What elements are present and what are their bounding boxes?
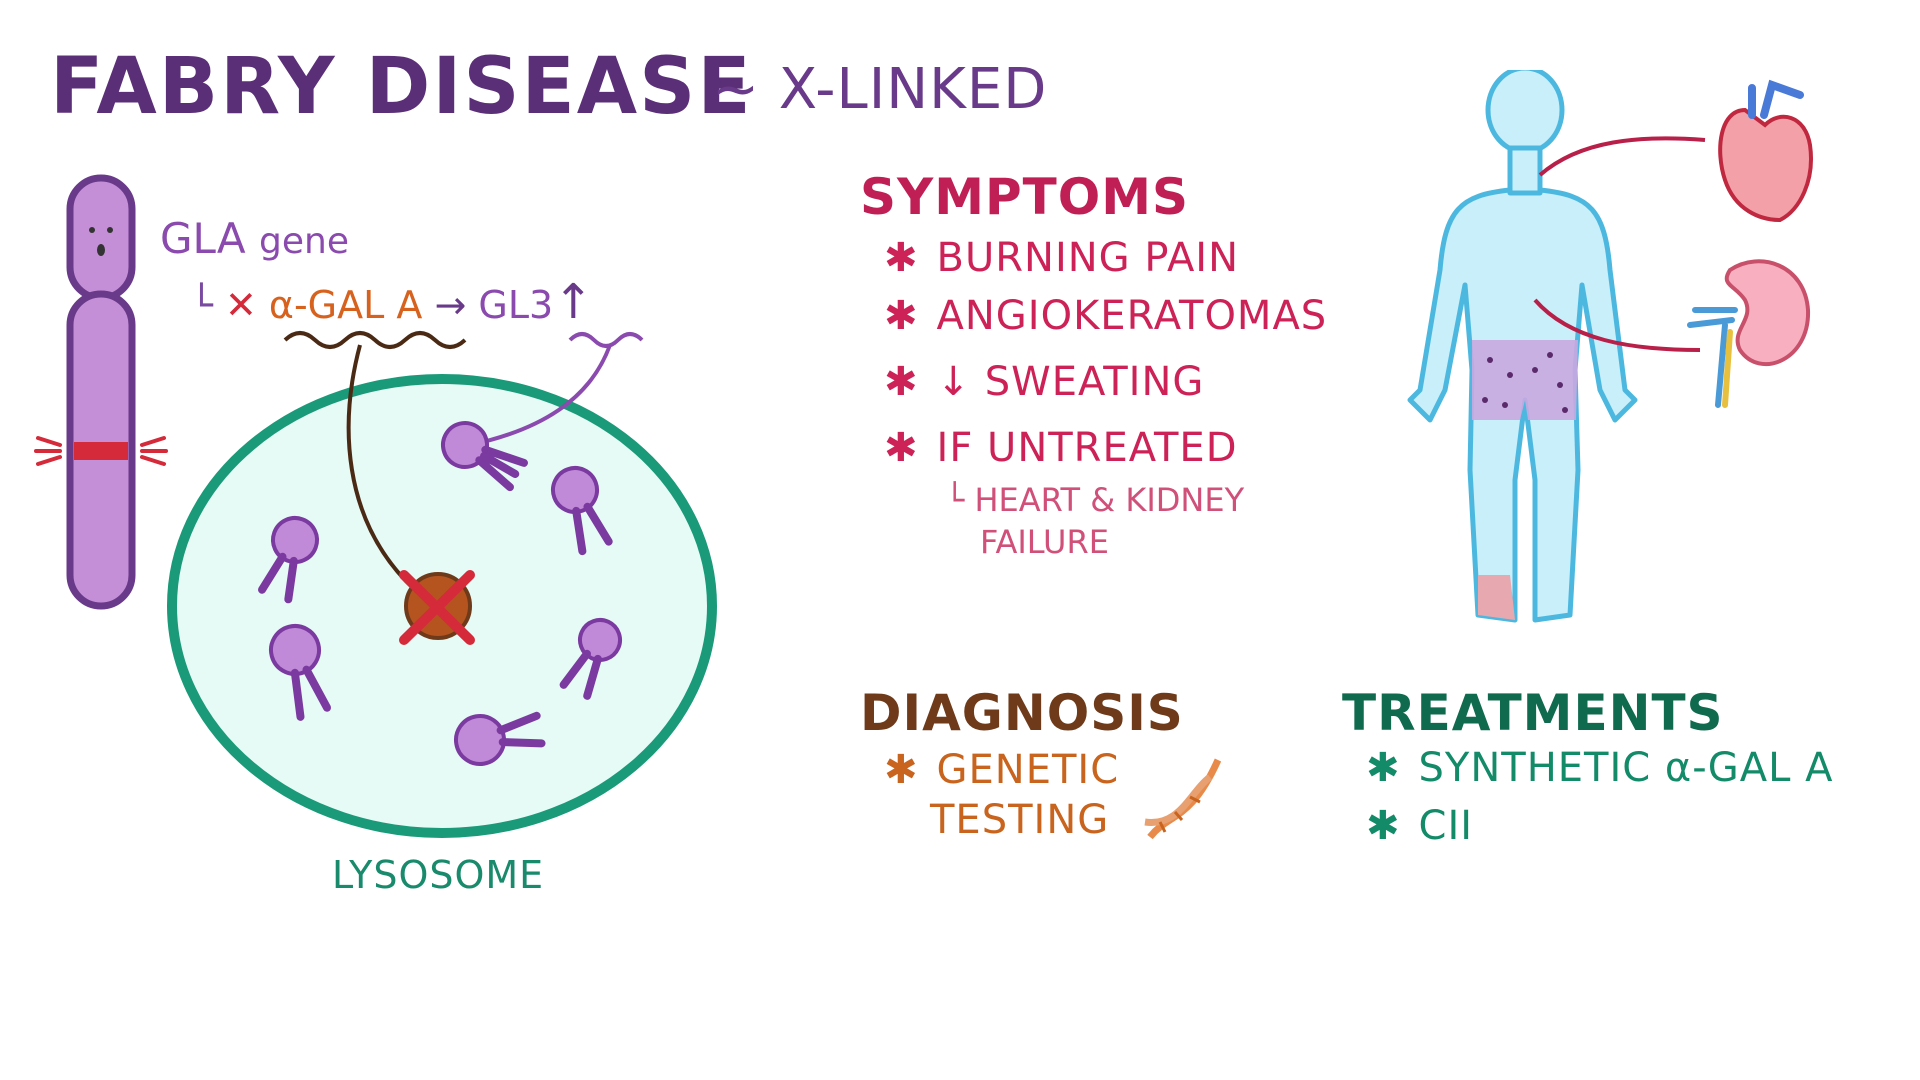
kidney-icon [1687,259,1811,408]
treatments-heading: TREATMENTS [1342,684,1724,742]
diagnosis-text: GENETIC [936,747,1120,793]
dna-icon [1144,758,1222,840]
diagnosis-item: ✱ GENETIC [884,750,1119,790]
bracket-icon: └ [945,481,965,519]
treatment-text: SYNTHETIC α-GAL A [1418,745,1834,791]
gene-label: GLA gene [160,218,349,260]
gene-suffix: gene [259,221,349,262]
arrow-up-icon: ↑ [553,274,594,330]
symptoms-heading: SYMPTOMS [860,168,1189,226]
inheritance-subtitle: ~ X-LINKED [712,57,1048,122]
symptom-item: ✱ ANGIOKERATOMAS [884,296,1327,336]
asterisk-icon: ✱ [884,747,919,793]
heart-icon [1718,79,1813,223]
asterisk-icon: ✱ [1366,745,1401,791]
asterisk-icon: ✱ [884,293,919,339]
diagnosis-item-cont: TESTING [930,797,1110,843]
symptom-item: ✱ BURNING PAIN [884,238,1239,278]
treatment-text: CII [1418,803,1474,849]
symptom-text: ↓ SWEATING [936,359,1205,405]
x-chromosome-illustration [34,174,168,610]
symptom-item: ✱ ↓ SWEATING [884,362,1204,402]
x-mark-icon: ✕ [224,283,257,327]
gene-name: GLA [160,214,246,263]
enzyme-label: α-GAL A [268,283,423,327]
treatment-item: ✱ SYNTHETIC α-GAL A [1366,748,1833,788]
complication-line-2: FAILURE [980,523,1109,561]
symptom-text: ANGIOKERATOMAS [936,293,1328,339]
page-title: FABRY DISEASE [50,42,753,132]
complication-text: HEART & KIDNEY [974,481,1245,519]
treatment-item: ✱ CII [1366,806,1473,846]
substrate-label: GL3 [478,283,554,327]
asterisk-icon: ✱ [884,235,919,281]
asterisk-icon: ✱ [884,359,919,405]
asterisk-icon: ✱ [884,425,919,471]
lysosome-illustration [167,331,717,838]
human-body-illustration [1407,70,1813,623]
enzyme-pathway: └ ✕ α-GAL A → GL3↑ [190,278,593,326]
symptom-text: IF UNTREATED [936,425,1238,471]
asterisk-icon: ✱ [1366,803,1401,849]
arrow-right-icon: → [434,283,467,327]
diagnosis-heading: DIAGNOSIS [860,684,1184,742]
lysosome-label: LYSOSOME [332,853,545,897]
bracket-icon: └ [190,283,213,327]
complication-line: └ HEART & KIDNEY [945,484,1244,516]
symptom-text: BURNING PAIN [936,235,1240,281]
symptom-item: ✱ IF UNTREATED [884,428,1238,468]
